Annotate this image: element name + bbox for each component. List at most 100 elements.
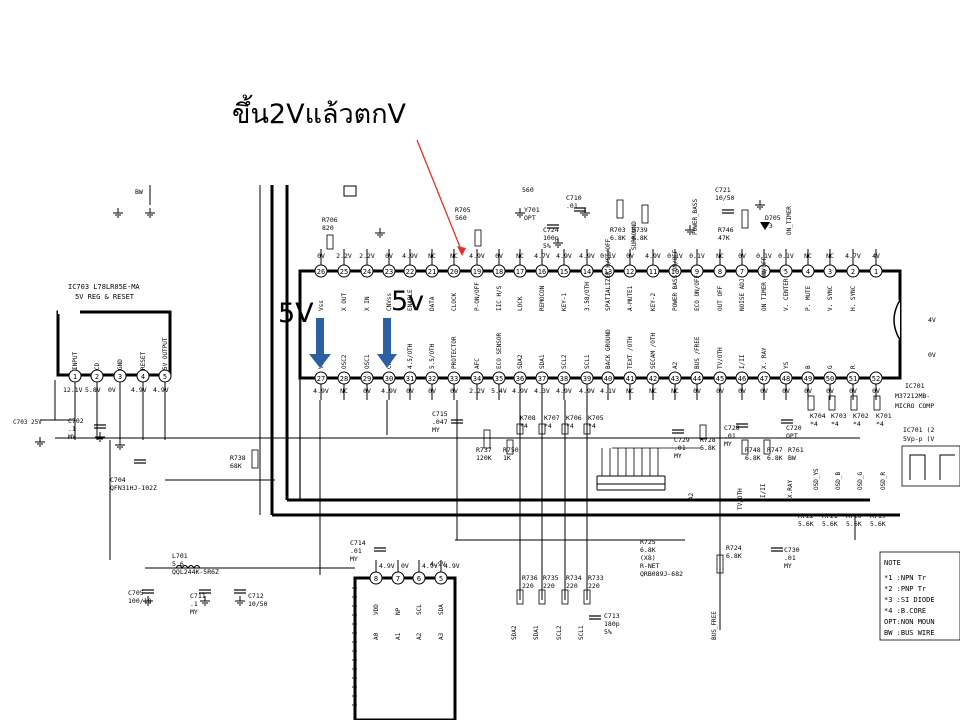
pin-number: 47 [760,375,768,383]
annotation-5v-right: 5v [391,286,425,317]
component-value: .047 [432,418,448,426]
pin-voltage: 4.7V [845,252,861,260]
pin-number: 15 [560,268,568,276]
component-value: OPT [524,214,536,222]
pin-circle [425,371,439,385]
pin-name: A1 [395,632,402,640]
pin-voltage: 4V [872,252,880,260]
pin-voltage: 4.9V [444,562,460,570]
ic701-title: IC701 [905,382,925,390]
pin-name: V. SYNC [827,285,834,311]
pin-number: 5 [439,575,443,583]
component-value: 120K [476,454,492,462]
pin-voltage: 0.1V [756,252,772,260]
component-value: QQL244K-5R6Z [172,568,219,576]
component-value: .1 [68,425,76,433]
pin-name: B [805,365,812,369]
component-value: 47K [718,234,730,242]
pin-number: 28 [340,375,348,383]
net-label: BW [135,188,143,196]
resistor-body [561,589,569,605]
pin-voltage: 4.9V [379,562,395,570]
components: R706820R705560560Y701OPTC710.01C724100p5… [13,185,960,640]
pin-name: REMOCON [539,285,546,311]
ground-symbol [515,208,525,218]
ground-symbol [755,200,765,210]
pin-number: 2 [851,268,855,276]
pin-name: NOISE ADJ [739,278,746,311]
pin-number: 22 [406,268,414,276]
component-value: 220 [543,582,555,590]
resistor-symbol [699,424,707,440]
net-label: 5Vp-p (V [903,435,934,443]
note-line: *3 :SI DIODE [884,596,935,604]
diode-symbol [760,222,770,230]
net-label: OSD_G [857,472,864,490]
pin-voltage: 4.9V [422,562,438,570]
red-arrow-head [457,246,466,256]
component-ref: R733 [588,574,604,582]
pin-circle [513,371,527,385]
net-label: SURROUND [631,221,638,250]
component-ref: R705 [455,206,471,214]
pin-number: 5 [163,373,167,381]
pin-number: 26 [317,268,325,276]
pin-circle [713,371,727,385]
component-value: .01 [350,547,362,555]
note-line: *2 :PNP Tr [884,585,926,593]
pin-circle [869,371,883,385]
pin-voltage: 0V [450,387,458,395]
component-value: 220 [566,582,578,590]
resistor-symbol [741,439,749,455]
pin-name: R [850,365,857,369]
net-label: SCL2 [556,625,563,640]
pin-number: 6 [762,268,766,276]
pin-voltage: 4.9V [579,387,595,395]
blue-arrow-right [377,318,397,368]
note-title: NOTE [884,559,901,567]
pin-voltage: 0V [317,252,325,260]
net-label: C703 25V [13,419,42,426]
component-value: *4 [810,420,818,428]
pin-name: 4.5/OTH [407,343,414,369]
pin-number: 4 [141,373,145,381]
pin-number: 48 [782,375,790,383]
resistor-body [474,229,482,247]
pin-voltage: 0V [872,387,880,395]
pin-number: 1 [73,373,77,381]
pin-circle [668,264,682,278]
component-value: 6.8K [632,234,648,242]
pin-number: 9 [695,268,699,276]
pin-voltage: 4.9V [512,387,528,395]
pin-number: 24 [363,268,371,276]
pin-voltage: 0V [760,387,768,395]
pin-voltage: 0V [826,387,834,395]
pin-number: 13 [604,268,612,276]
capacitor-symbol [736,423,748,428]
resistor-body [641,204,649,224]
resistor-body [538,589,546,605]
component-ref: K708 [520,414,536,422]
resistor-body [763,439,771,455]
pin-name: TEXT /OTH [627,336,634,369]
pin-name: SCL2 [561,354,568,369]
pin-circle [580,371,594,385]
pin-number: 2 [95,373,99,381]
pin-circle [360,371,374,385]
component-ref: R738 [230,454,246,462]
pin-circle [447,264,461,278]
net-label: A2 [688,492,695,500]
pin-circle [668,371,682,385]
pin-number: 5 [784,268,788,276]
component-ref: C724 [543,226,559,234]
component-value: 6.8K [726,552,742,560]
annotation-top-note: ขึ้น2Vแล้วตกV [232,99,407,130]
pin-name: 5V OUTPUT [162,337,169,370]
pin-voltage: 0V [738,387,746,395]
pin-name: DATA [429,296,436,311]
component-value: 6.8K [767,454,783,462]
component-value: .01 [724,432,736,440]
pin-name: SCL1 [584,354,591,369]
component-value: 5.6K [870,520,886,528]
